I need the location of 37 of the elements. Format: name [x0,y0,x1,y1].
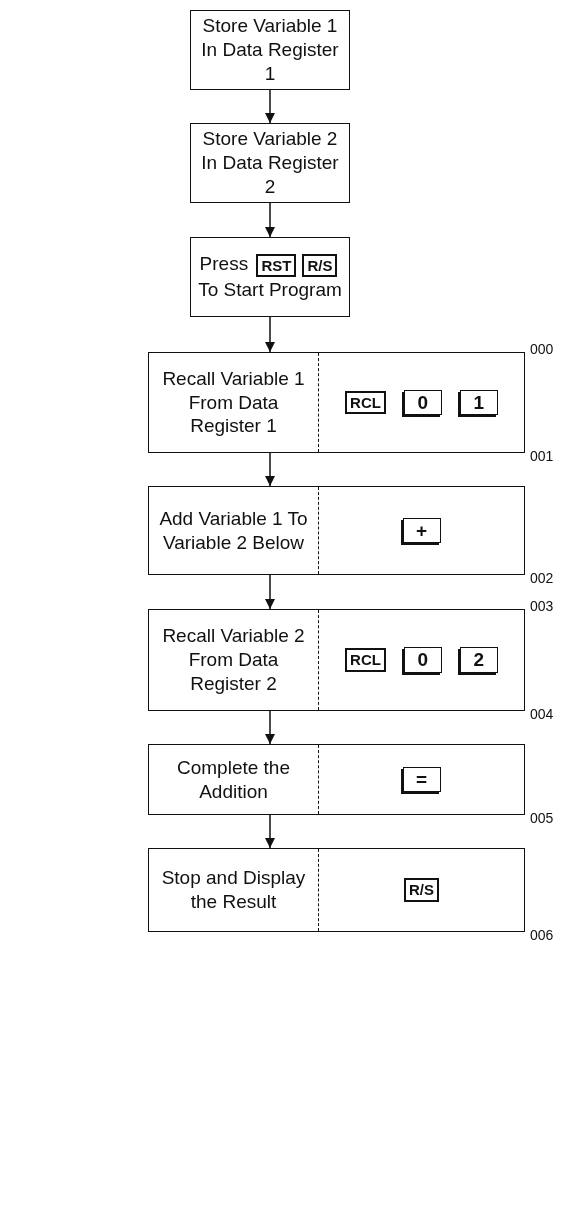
key-cap: + [402,517,441,544]
key-cap: RST [256,253,297,277]
arrow [264,814,276,849]
arrow [264,710,276,745]
step-text: Complete the Addition [176,755,291,804]
box-text: Press [199,253,249,275]
step-text: Stop and Display the Result [160,866,307,914]
key-cap: RCL [345,648,386,672]
process-box [190,237,350,317]
key-cap: 0 [403,647,442,673]
box-text: Store Variable 1 In Data Register 1 [200,14,340,86]
box-text: To Start Program [198,279,342,300]
step-text: Recall Variable 1 From Data Register 1 [161,366,306,439]
arrow [264,89,276,124]
step-number: 002 [530,570,554,586]
step-number: 006 [530,927,554,943]
box-text: Store Variable 2 In Data Register 2 [200,127,340,199]
arrow [264,202,276,238]
step-number: 003 [530,598,554,614]
step-text: Recall Variable 2 From Data Register 2 [161,624,306,696]
key-cap: R/S [404,878,439,902]
key-cap: 0 [403,389,442,416]
process-box [190,10,350,90]
key-cap: 1 [459,389,498,416]
key-cap: R/S [302,253,338,277]
arrow [264,316,276,353]
process-box [190,123,350,203]
step-number: 005 [530,810,554,826]
arrow [264,574,276,610]
step-text: Add Variable 1 To Variable 2 Below [158,506,309,555]
key-cap: 2 [459,647,498,673]
step-number: 000 [530,341,554,357]
key-cap: = [402,766,441,793]
step-number: 004 [530,706,554,722]
key-cap: RCL [345,390,386,415]
step-number: 001 [530,448,554,464]
arrow [264,452,276,487]
